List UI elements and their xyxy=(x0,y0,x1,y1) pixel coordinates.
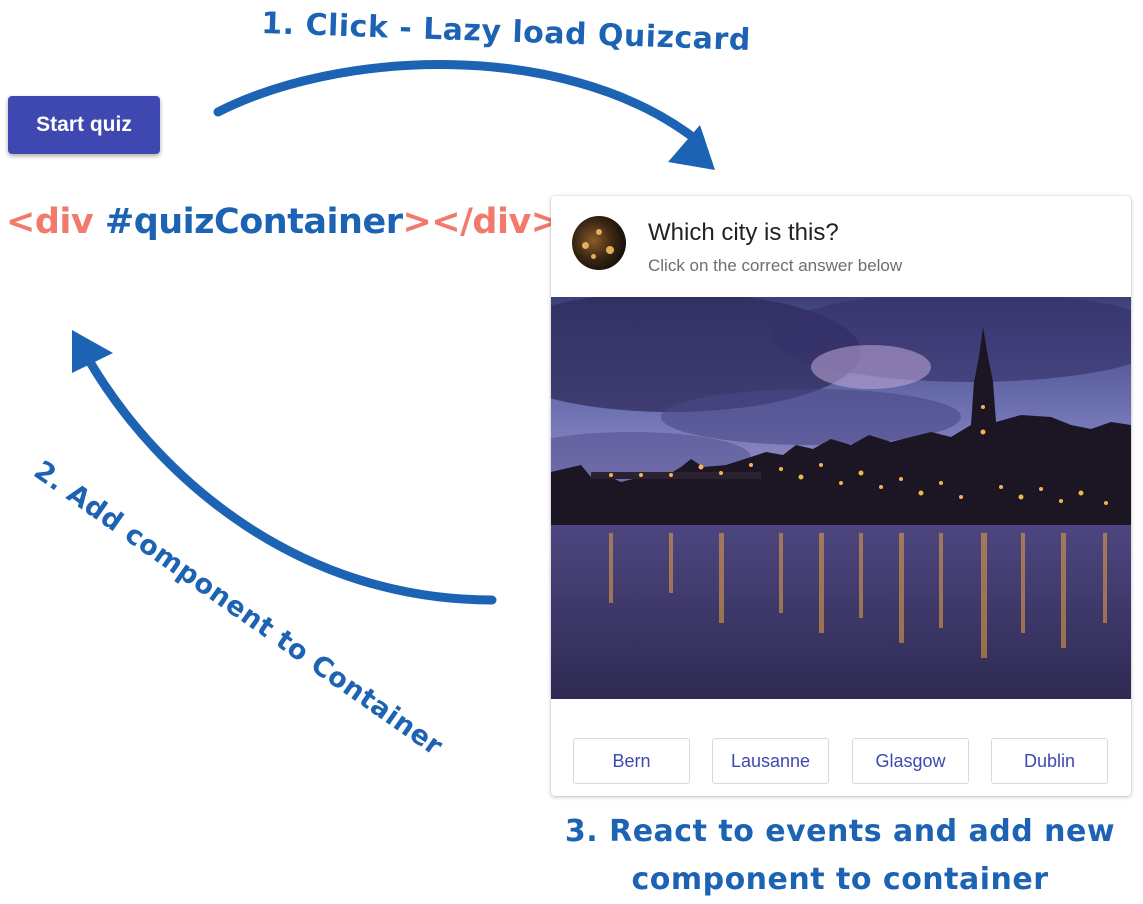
arrow-1-head xyxy=(668,125,715,170)
arrow-1-shaft xyxy=(213,60,695,140)
container-id: #quizContainer xyxy=(93,202,403,242)
start-quiz-button[interactable]: Start quiz xyxy=(8,96,160,154)
container-close-tag: ></div> xyxy=(402,202,560,242)
container-open-tag: <div xyxy=(6,202,94,242)
step2-annotation: 2. Add component to Container xyxy=(28,455,449,763)
step3-line2: component to container xyxy=(631,862,1049,897)
answer-buttons: Bern Lausanne Glasgow Dublin xyxy=(573,738,1109,784)
answer-button-lausanne[interactable]: Lausanne xyxy=(712,738,829,784)
answer-button-dublin[interactable]: Dublin xyxy=(991,738,1108,784)
card-title: Which city is this? xyxy=(648,219,839,246)
city-photo xyxy=(551,297,1131,699)
quiz-card: Which city is this? Click on the correct… xyxy=(551,196,1131,796)
step3-annotation: 3. React to events and add new component… xyxy=(560,808,1120,904)
arrow-2-head xyxy=(72,330,113,373)
answer-button-glasgow[interactable]: Glasgow xyxy=(852,738,969,784)
answer-button-bern[interactable]: Bern xyxy=(573,738,690,784)
step1-annotation: 1. Click - Lazy load Quizcard xyxy=(260,6,752,59)
card-subtitle: Click on the correct answer below xyxy=(648,256,903,275)
avatar xyxy=(572,216,626,270)
quiz-container-markup: <div #quizContainer></div> xyxy=(6,202,560,242)
step3-line1: 3. React to events and add new xyxy=(564,814,1116,849)
